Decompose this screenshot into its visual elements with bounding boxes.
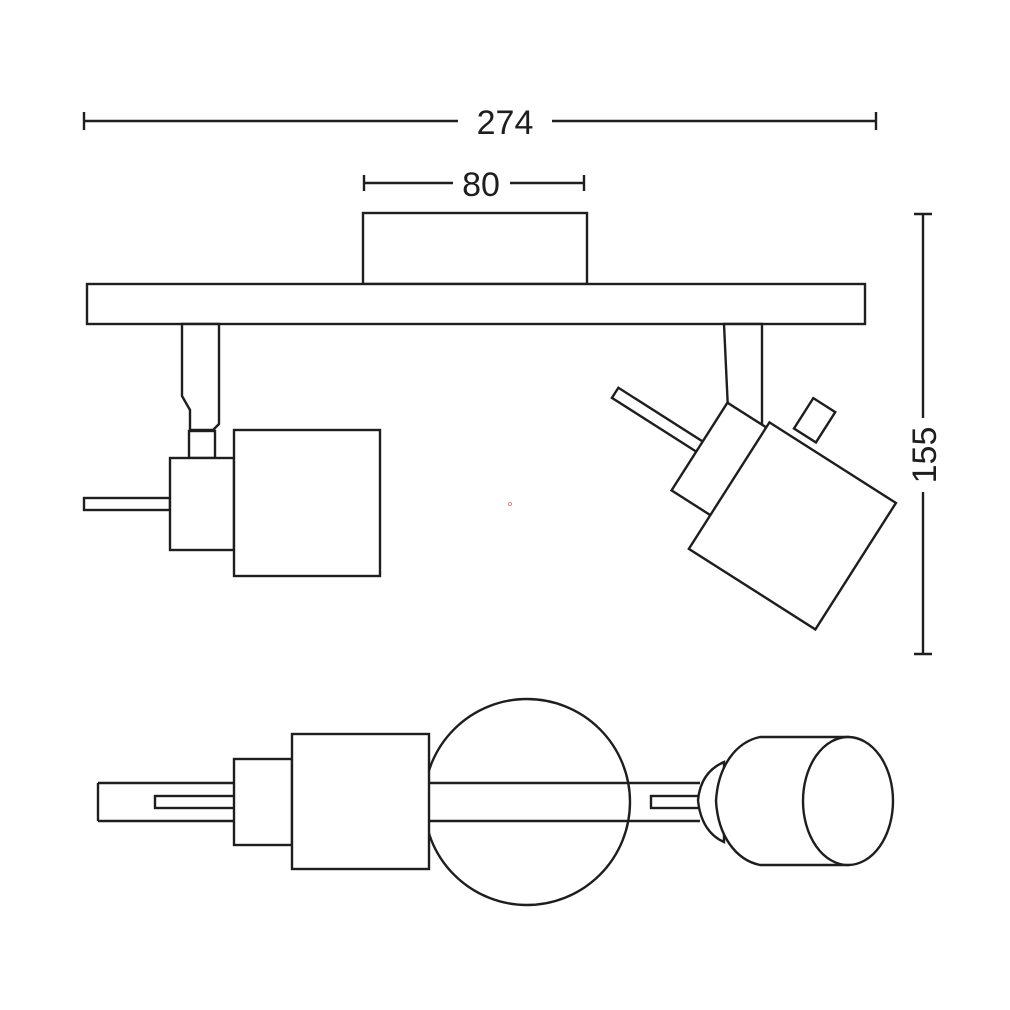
center-mark [507, 501, 512, 506]
spotlight-right-lens-top [801, 735, 895, 867]
dimension-base-width: 80 [362, 166, 586, 204]
ceiling-canopy-circle [422, 697, 632, 907]
spotlight-left-rod [82, 496, 172, 512]
spotlight-right-joint [792, 396, 837, 445]
dimension-label-height: 155 [906, 427, 944, 484]
spotlight-right-head [687, 420, 898, 632]
spotlight-left-rod-top [153, 794, 237, 810]
spotlight-right-top-view [649, 735, 895, 867]
spotlight-right-assembly [610, 386, 898, 632]
dimension-height: 155 [906, 212, 944, 656]
spotlight-left-top-view [153, 732, 431, 871]
spotlight-left-joint [187, 429, 217, 460]
spotlight-left-head [232, 428, 382, 578]
front-view [82, 211, 898, 632]
spotlight-left-arm [180, 322, 221, 432]
spotlight-left-socket [168, 456, 236, 552]
mounting-bar [85, 282, 867, 326]
spotlight-left-head-top [290, 732, 431, 871]
top-view [96, 697, 895, 907]
spotlight-right-joint-top [696, 760, 726, 844]
dimension-label-overall-width: 274 [477, 104, 534, 142]
ceiling-mount-base [361, 211, 589, 286]
dimension-label-base-width: 80 [462, 166, 500, 204]
spotlight-left-socket-top [232, 757, 294, 847]
spotlight-right-rod-top [649, 794, 705, 810]
dimension-overall-width: 274 [82, 104, 878, 142]
spotlight-left [82, 322, 382, 578]
spotlight-right [610, 322, 898, 632]
